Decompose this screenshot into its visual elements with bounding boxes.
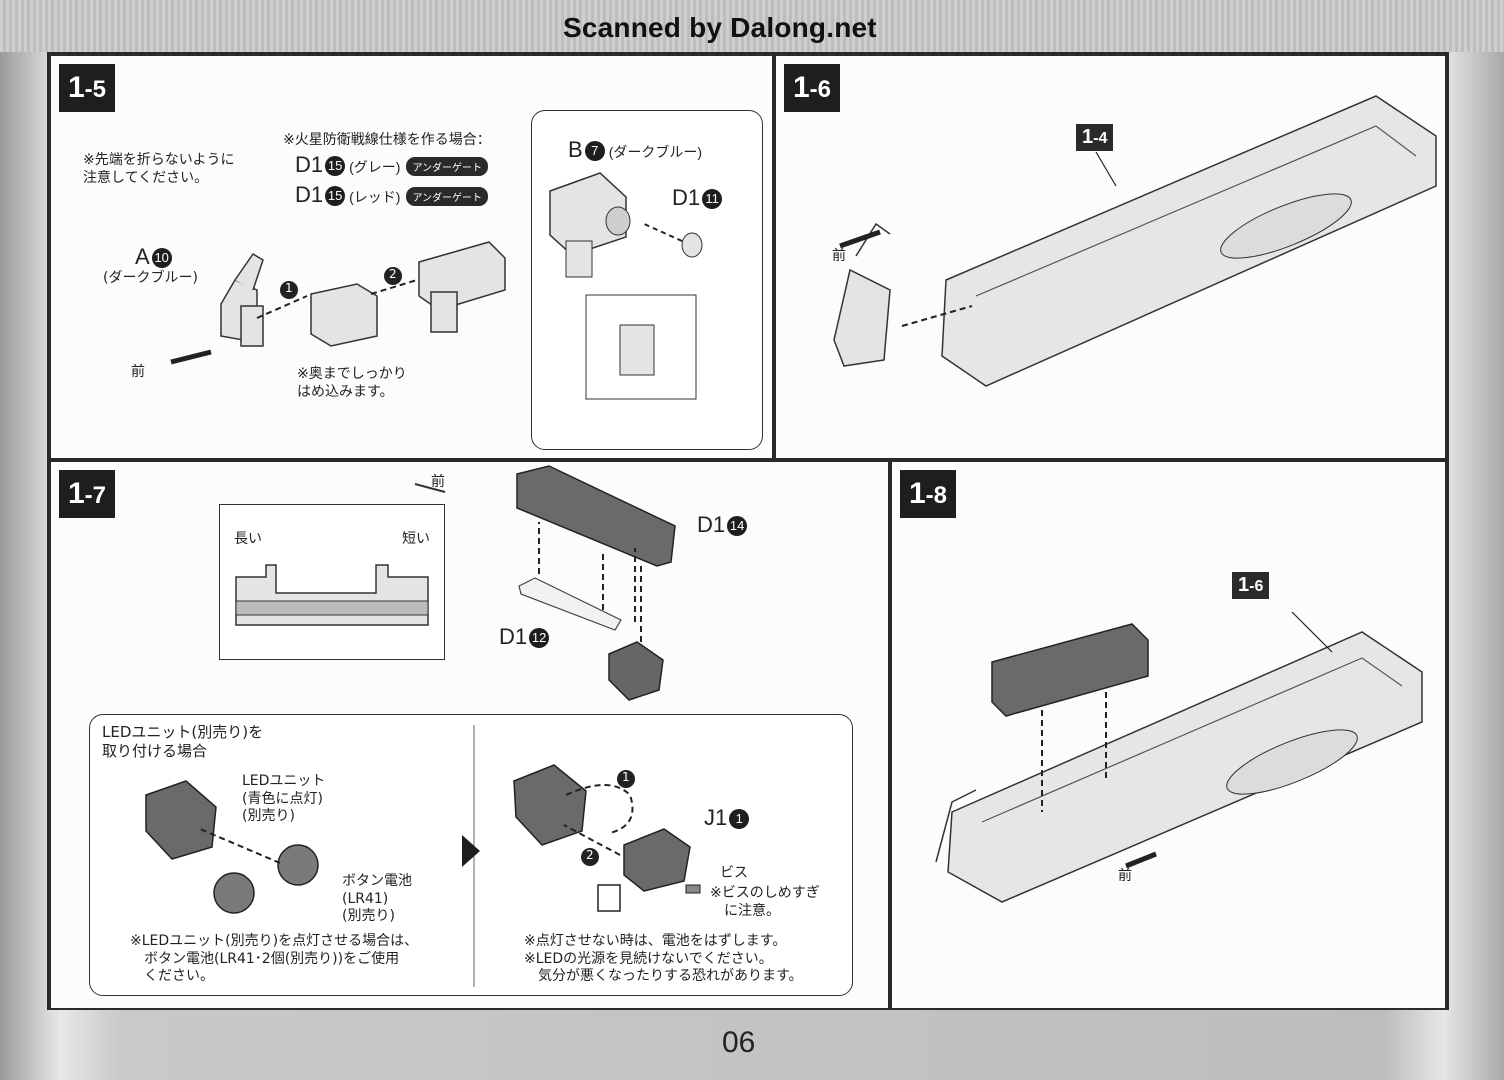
- led-note: ※LEDユニット(別売り)を点灯させる場合は、 ボタン電池(LR41･2個(別売…: [130, 933, 419, 984]
- led-unit-label: LEDユニット (青色に点灯) (別売り): [242, 773, 326, 824]
- part-code: D1: [499, 624, 528, 649]
- ref-assembly-tag: 1-6: [1232, 572, 1270, 599]
- led-unit-panel: LEDユニット(別売り)を 取り付ける場合 LEDユニット (青色に点灯) (別…: [89, 714, 853, 996]
- ref-main: 1: [1082, 126, 1094, 148]
- screw-note: ※ビスのしめすぎ に注意。: [710, 885, 820, 919]
- part-code: D1: [672, 185, 701, 210]
- part-code: D1: [295, 182, 324, 207]
- part-color: (ダークブルー): [608, 144, 703, 160]
- step-1-7-badge: 1-7: [59, 470, 115, 518]
- ref-sub: -6: [1249, 578, 1264, 595]
- part-number-badge: 12: [529, 628, 550, 649]
- step-1-5-panel: 1-5 ※先端を折らないように 注意してください。 ※火星防衛戦線仕様を作る場合…: [49, 54, 774, 460]
- badge-main: 1: [67, 71, 85, 104]
- part-number-badge: 14: [727, 516, 748, 537]
- step-1-6-badge: 1-6: [784, 64, 840, 112]
- ref-main: 1: [1238, 574, 1250, 596]
- part-a-color: (ダークブルー): [103, 270, 198, 286]
- part-d1-15-shape: [310, 283, 378, 347]
- part-number-badge: 15: [325, 156, 346, 177]
- part-color: (レッド): [349, 189, 401, 205]
- led-step-marker-2: 2: [586, 848, 594, 862]
- screw-label: ビス: [720, 865, 748, 881]
- callout-drawing: [549, 172, 703, 400]
- top-banner: [0, 0, 1504, 52]
- badge-main: 1: [908, 477, 926, 510]
- step-1-8-drawing: [935, 611, 1423, 903]
- page-number: 06: [722, 1026, 756, 1059]
- front-label: 前: [832, 248, 846, 264]
- step-marker-1-label: 1: [285, 281, 293, 295]
- badge-sub: -7: [84, 482, 107, 509]
- badge-sub: -8: [925, 482, 948, 509]
- badge-sub: -5: [84, 76, 107, 103]
- step-1-8-panel: 1-8 1-6 前: [890, 460, 1447, 1010]
- part-code: D1: [697, 512, 726, 537]
- scan-credit: Scanned by Dalong.net: [563, 12, 877, 43]
- badge-sub: -6: [809, 76, 832, 103]
- step-1-5-badge: 1-5: [59, 64, 115, 112]
- part-housing-shape: [418, 241, 506, 333]
- off-note: ※点灯させない時は、電池をはずします。 ※LEDの光源を見続けないでください。 …: [524, 933, 803, 984]
- step-1-7-drawing: [414, 465, 676, 701]
- long-label: 長い: [234, 531, 262, 547]
- length-detail-box: 長い 短い: [219, 504, 445, 660]
- step-1-6-drawing: [833, 95, 1437, 387]
- press-note: ※奥までしっかり はめ込みます。: [297, 366, 407, 400]
- step-marker-1: [280, 281, 298, 299]
- led-step-marker-1: 1: [622, 770, 630, 784]
- part-number-badge: 15: [325, 186, 346, 207]
- mars-spec-note: ※火星防衛戦線仕様を作る場合：: [283, 132, 491, 148]
- badge-main: 1: [792, 71, 810, 104]
- step-marker-2-label: 2: [389, 267, 397, 281]
- part-color: (グレー): [349, 159, 401, 175]
- step-1-6-panel: 1-6 1-4 前: [774, 54, 1447, 460]
- length-detail-drawing: [235, 564, 429, 626]
- under-gate-tag: アンダーゲート: [406, 186, 489, 206]
- part-number-badge: 1: [729, 809, 750, 830]
- part-code: B: [568, 137, 583, 162]
- front-label: 前: [131, 364, 145, 380]
- front-label: 前: [1118, 868, 1132, 884]
- led-drawing: [145, 725, 701, 987]
- step-marker-2: [384, 267, 402, 285]
- part-code: D1: [295, 152, 324, 177]
- front-label: 前: [431, 474, 445, 490]
- part-number-badge: 10: [151, 248, 172, 269]
- short-label: 短い: [402, 531, 430, 547]
- part-number-badge: 7: [584, 141, 605, 162]
- step-1-5-drawing: [170, 241, 506, 365]
- instruction-sheet: 1-5 ※先端を折らないように 注意してください。 ※火星防衛戦線仕様を作る場合…: [47, 52, 1449, 1010]
- under-gate-tag: アンダーゲート: [406, 156, 489, 176]
- front-arrow: [170, 349, 212, 365]
- ref-assembly-tag: 1-4: [1076, 124, 1114, 151]
- part-code: J1: [704, 805, 728, 830]
- part-code: A: [135, 244, 150, 269]
- step-1-8-badge: 1-8: [900, 470, 956, 518]
- part-number-badge: 11: [702, 189, 723, 210]
- ref-sub: -4: [1093, 130, 1108, 147]
- battery-label: ボタン電池 (LR41) (別売り): [342, 873, 412, 924]
- part-a-shape: [220, 252, 264, 347]
- led-title: LEDユニット(別売り)を 取り付ける場合: [102, 723, 264, 760]
- assembly-arrows: [256, 279, 418, 319]
- tip-note: ※先端を折らないように 注意してください。: [83, 152, 235, 186]
- badge-main: 1: [67, 477, 85, 510]
